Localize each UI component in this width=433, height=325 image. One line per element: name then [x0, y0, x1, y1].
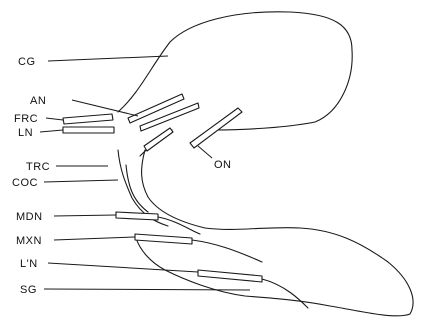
leader-mxn: [54, 237, 135, 240]
leader-on: [198, 146, 212, 158]
labial-nerve: [198, 270, 262, 282]
leader-sg: [44, 289, 250, 290]
label-on: ON: [214, 159, 232, 171]
antennal-nerve: [128, 94, 184, 123]
label-trc: TRC: [26, 161, 50, 173]
label-frc: FRC: [14, 113, 38, 125]
labral-nerve: [63, 127, 114, 133]
maxillary-nerve: [135, 234, 192, 244]
leader-ln: [40, 130, 63, 132]
mxn-extension: [192, 240, 262, 262]
label-mxn: MXN: [16, 235, 42, 247]
optic-nerve: [190, 108, 242, 148]
antennal-nerve-2: [140, 103, 199, 131]
lpn-extension: [262, 279, 308, 308]
label-coc: COC: [12, 177, 38, 189]
label-mdn: MDN: [16, 211, 43, 223]
label-cg: CG: [18, 56, 36, 68]
leader-frc: [46, 118, 63, 120]
label-ln: LN: [18, 127, 33, 139]
leader-cg: [48, 56, 168, 61]
frontal-connective: [63, 114, 113, 124]
label-sg: SG: [20, 284, 37, 296]
mandibular-nerve: [116, 212, 158, 220]
leader-coc: [44, 180, 118, 182]
cerebral-ganglion-outline: [118, 12, 352, 156]
label-lpn: L'N: [20, 258, 38, 270]
leader-mdn: [54, 215, 116, 216]
label-an: AN: [30, 95, 46, 107]
tritocerebral-commissure: [144, 128, 173, 151]
leader-lpn: [48, 263, 198, 272]
